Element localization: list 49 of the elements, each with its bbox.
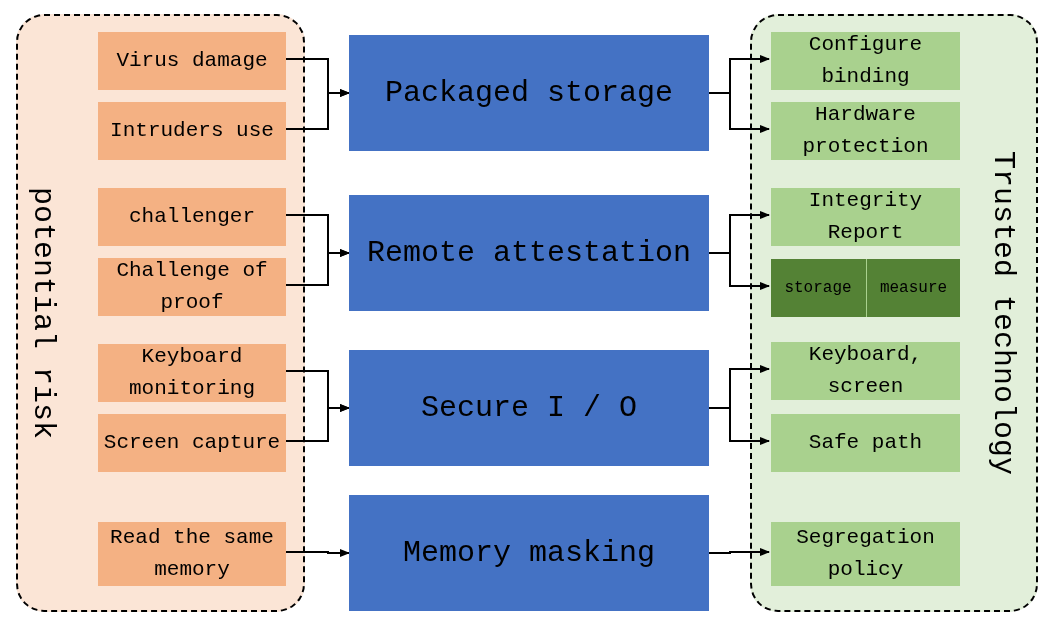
technology-label: Configure binding [807,32,924,90]
technology-label: Hardware protection [801,102,930,160]
function-label: Packaged storage [384,74,673,112]
technology-box [771,414,960,472]
technology-box [771,102,960,160]
cell-label: measure [879,278,948,299]
technology-box [771,342,960,400]
function-box [349,495,709,611]
function-label: Remote attestation [366,234,692,272]
risk-box [98,258,286,316]
technology-label: Keyboard, screen [807,342,924,400]
function-box [349,195,709,311]
technology-group-panel [750,14,1038,612]
risk-box [98,522,286,586]
technology-box [771,32,960,90]
arrow [283,549,350,557]
split-box [771,259,960,317]
risk-label: challenger [129,204,255,230]
risk-box [98,414,286,472]
function-label: Secure I / O [420,389,637,427]
technology-label: Integrity Report [807,188,924,246]
arrow [708,548,770,556]
risk-label: Read the same memory [109,525,275,583]
arrow [283,404,350,442]
risk-label: Challenge of proof [115,258,269,316]
arrow [708,252,770,290]
risk-label: Keyboard monitoring [128,344,256,402]
function-label: Memory masking [402,534,655,572]
risk-label: Screen capture [103,430,281,456]
function-box [349,350,709,466]
technology-box [771,522,960,586]
function-box [349,35,709,151]
arrow [283,249,350,286]
arrow [708,407,770,445]
arrow [708,92,770,133]
risk-box [98,344,286,402]
cell-label: storage [784,278,852,299]
risk-box [98,188,286,246]
technology-box [771,188,960,246]
group-title: Trusted technology [984,150,1021,476]
risk-box [98,32,286,90]
technology-label: Safe path [808,430,923,456]
arrow [283,89,350,130]
technology-label: Segregation policy [795,525,936,583]
risk-label: Intruders use [110,118,274,144]
group-title: potential risk [24,187,61,439]
risk-group-panel [16,14,305,612]
risk-box [98,102,286,160]
risk-label: Virus damage [116,48,268,74]
